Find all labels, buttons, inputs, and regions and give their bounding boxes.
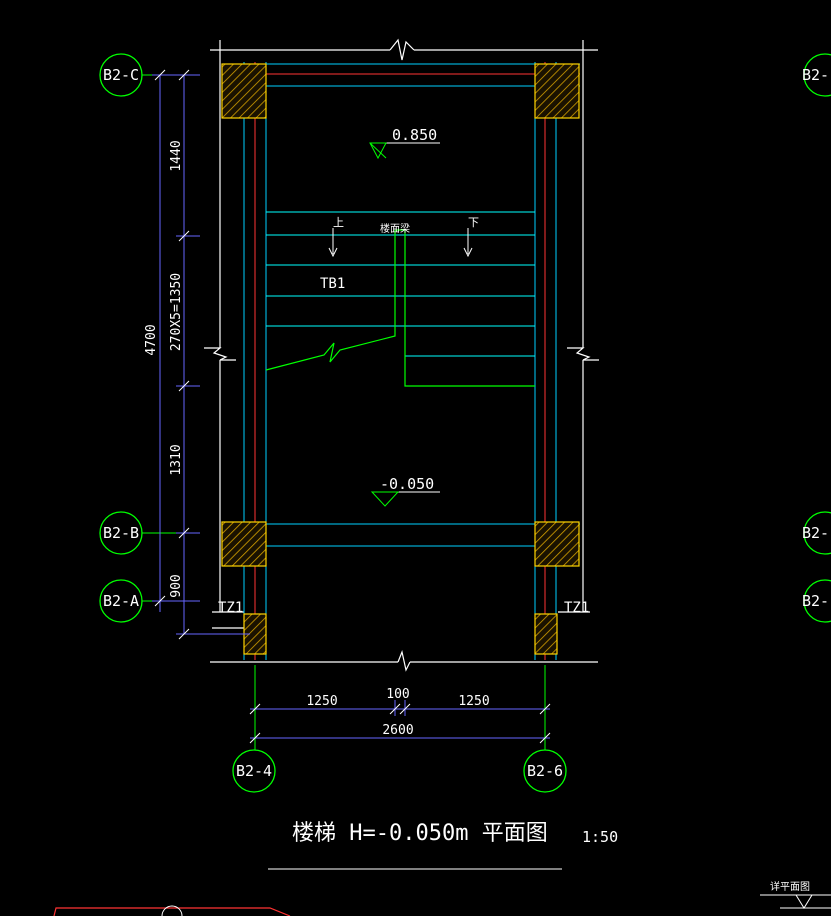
dim-h-seg-3: 1250	[458, 694, 489, 709]
stair-treads	[266, 211, 535, 387]
horizontal-dimension-texts: 1250 100 1250 2600	[306, 687, 489, 738]
drawing-title-text: 楼梯 H=-0.050m 平面图	[292, 821, 548, 846]
level-mark-upper: 0.850	[369, 126, 440, 160]
dim-h-seg-2: 100	[386, 687, 409, 702]
right-axis-bubbles: B2- B2- B2-	[802, 53, 831, 623]
down-label: 下	[468, 216, 479, 229]
svg-text:B2-4: B2-4	[236, 762, 272, 780]
column-top-right	[534, 63, 580, 119]
columns	[221, 63, 580, 655]
dim-h-seg-1: 1250	[306, 694, 337, 709]
svg-text:B2-: B2-	[802, 66, 829, 84]
corner-label: 详平面图	[770, 880, 810, 893]
level-upper-text: 0.850	[392, 126, 437, 144]
level-lower-text: -0.050	[380, 475, 434, 493]
stair-break-line	[265, 229, 535, 387]
column-bottom-right	[534, 613, 558, 655]
dim-total-vertical: 4700	[144, 324, 159, 355]
column-label-right: TZ1	[564, 600, 589, 616]
dim-seg-1: 1440	[169, 140, 184, 171]
horizontal-dimensions	[249, 700, 551, 744]
svg-text:B2-: B2-	[802, 524, 829, 542]
stair-annotations: 上 下 楼面梁 TB1 TZ1 TZ1	[218, 216, 589, 616]
bottom-axis-bubbles: B2-4 B2-6	[232, 665, 567, 793]
vertical-dimensions	[152, 69, 250, 640]
corner-fragment: 详平面图	[760, 880, 831, 909]
dim-h-total: 2600	[382, 723, 413, 738]
axis-lines	[222, 62, 580, 660]
svg-text:B2-: B2-	[802, 592, 829, 610]
svg-text:B2-B: B2-B	[103, 524, 139, 542]
drawing-scale-text: 1:50	[582, 828, 618, 846]
bottom-left-fragment	[53, 905, 291, 916]
drawing-title: 楼梯 H=-0.050m 平面图 1:50	[268, 821, 618, 870]
outer-wall-lines	[204, 38, 599, 672]
svg-text:B2-C: B2-C	[103, 66, 139, 84]
dim-seg-4: 900	[169, 574, 184, 597]
svg-text:B2-A: B2-A	[103, 592, 139, 610]
column-top-left	[221, 63, 267, 119]
up-label: 上	[333, 216, 344, 229]
axis-bubble-b2-6: B2-6	[523, 749, 567, 793]
column-mid-right	[534, 521, 580, 567]
dim-seg-3: 1310	[169, 444, 184, 475]
level-mark-lower: -0.050	[370, 475, 440, 507]
beam-label: 楼面梁	[380, 222, 410, 235]
flight-label: TB1	[320, 276, 345, 292]
axis-bubble-b2-4: B2-4	[232, 749, 276, 793]
svg-text:B2-6: B2-6	[527, 762, 563, 780]
inner-wall-lines	[222, 62, 580, 660]
vertical-dimension-texts: 4700 1440 270X5=1350 1310 900	[144, 140, 184, 597]
dim-seg-2: 270X5=1350	[169, 273, 184, 351]
column-mid-left	[221, 521, 267, 567]
column-label-left: TZ1	[218, 600, 243, 616]
